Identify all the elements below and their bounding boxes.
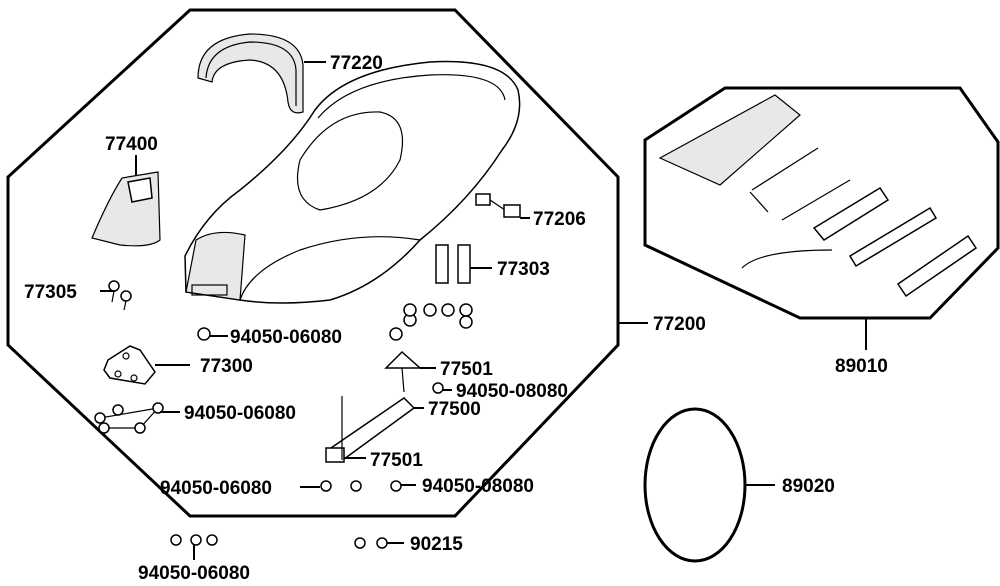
- screws: [108, 280, 132, 311]
- small-fasteners: [170, 534, 388, 549]
- label-89020: 89020: [782, 476, 835, 497]
- label-77220: 77220: [330, 53, 383, 74]
- label-77501-top: 77501: [440, 359, 493, 380]
- toolkit-contents: [658, 94, 978, 298]
- seat-bracket: [103, 345, 156, 385]
- bolt-cluster-left: [94, 402, 164, 434]
- rubber-bumpers: [435, 244, 471, 284]
- backrest-pad: [197, 33, 304, 114]
- label-94050-06080-bottom: 94050-06080: [160, 478, 272, 499]
- seat: [184, 60, 521, 304]
- hinge-top: [384, 350, 444, 394]
- belt-ring: [643, 407, 747, 563]
- label-77400: 77400: [105, 134, 158, 155]
- label-94050-08080-top: 94050-08080: [456, 381, 568, 402]
- latch-part: [475, 193, 521, 218]
- label-77501-bottom: 77501: [370, 450, 423, 471]
- label-94050-06080-footer: 94050-06080: [138, 563, 250, 584]
- seat-group-outline: [6, 8, 620, 518]
- label-90215: 90215: [410, 534, 463, 555]
- label-77303: 77303: [497, 259, 550, 280]
- bolt-cluster-top: [197, 303, 473, 341]
- label-77300: 77300: [200, 356, 253, 377]
- label-94050-08080-bottom: 94050-08080: [422, 476, 534, 497]
- label-77206: 77206: [533, 209, 586, 230]
- label-94050-06080-top: 94050-06080: [230, 327, 342, 348]
- bolt-cluster-bottom: [320, 480, 402, 492]
- stay-arm: [325, 396, 416, 463]
- label-94050-06080-left: 94050-06080: [184, 403, 296, 424]
- leader-lines: [100, 61, 867, 560]
- label-77500: 77500: [428, 399, 481, 420]
- label-77305: 77305: [24, 282, 77, 303]
- label-89010: 89010: [835, 356, 888, 377]
- label-77200: 77200: [653, 314, 706, 335]
- cover-panel: [91, 171, 161, 247]
- toolkit-group-outline: [643, 86, 1000, 320]
